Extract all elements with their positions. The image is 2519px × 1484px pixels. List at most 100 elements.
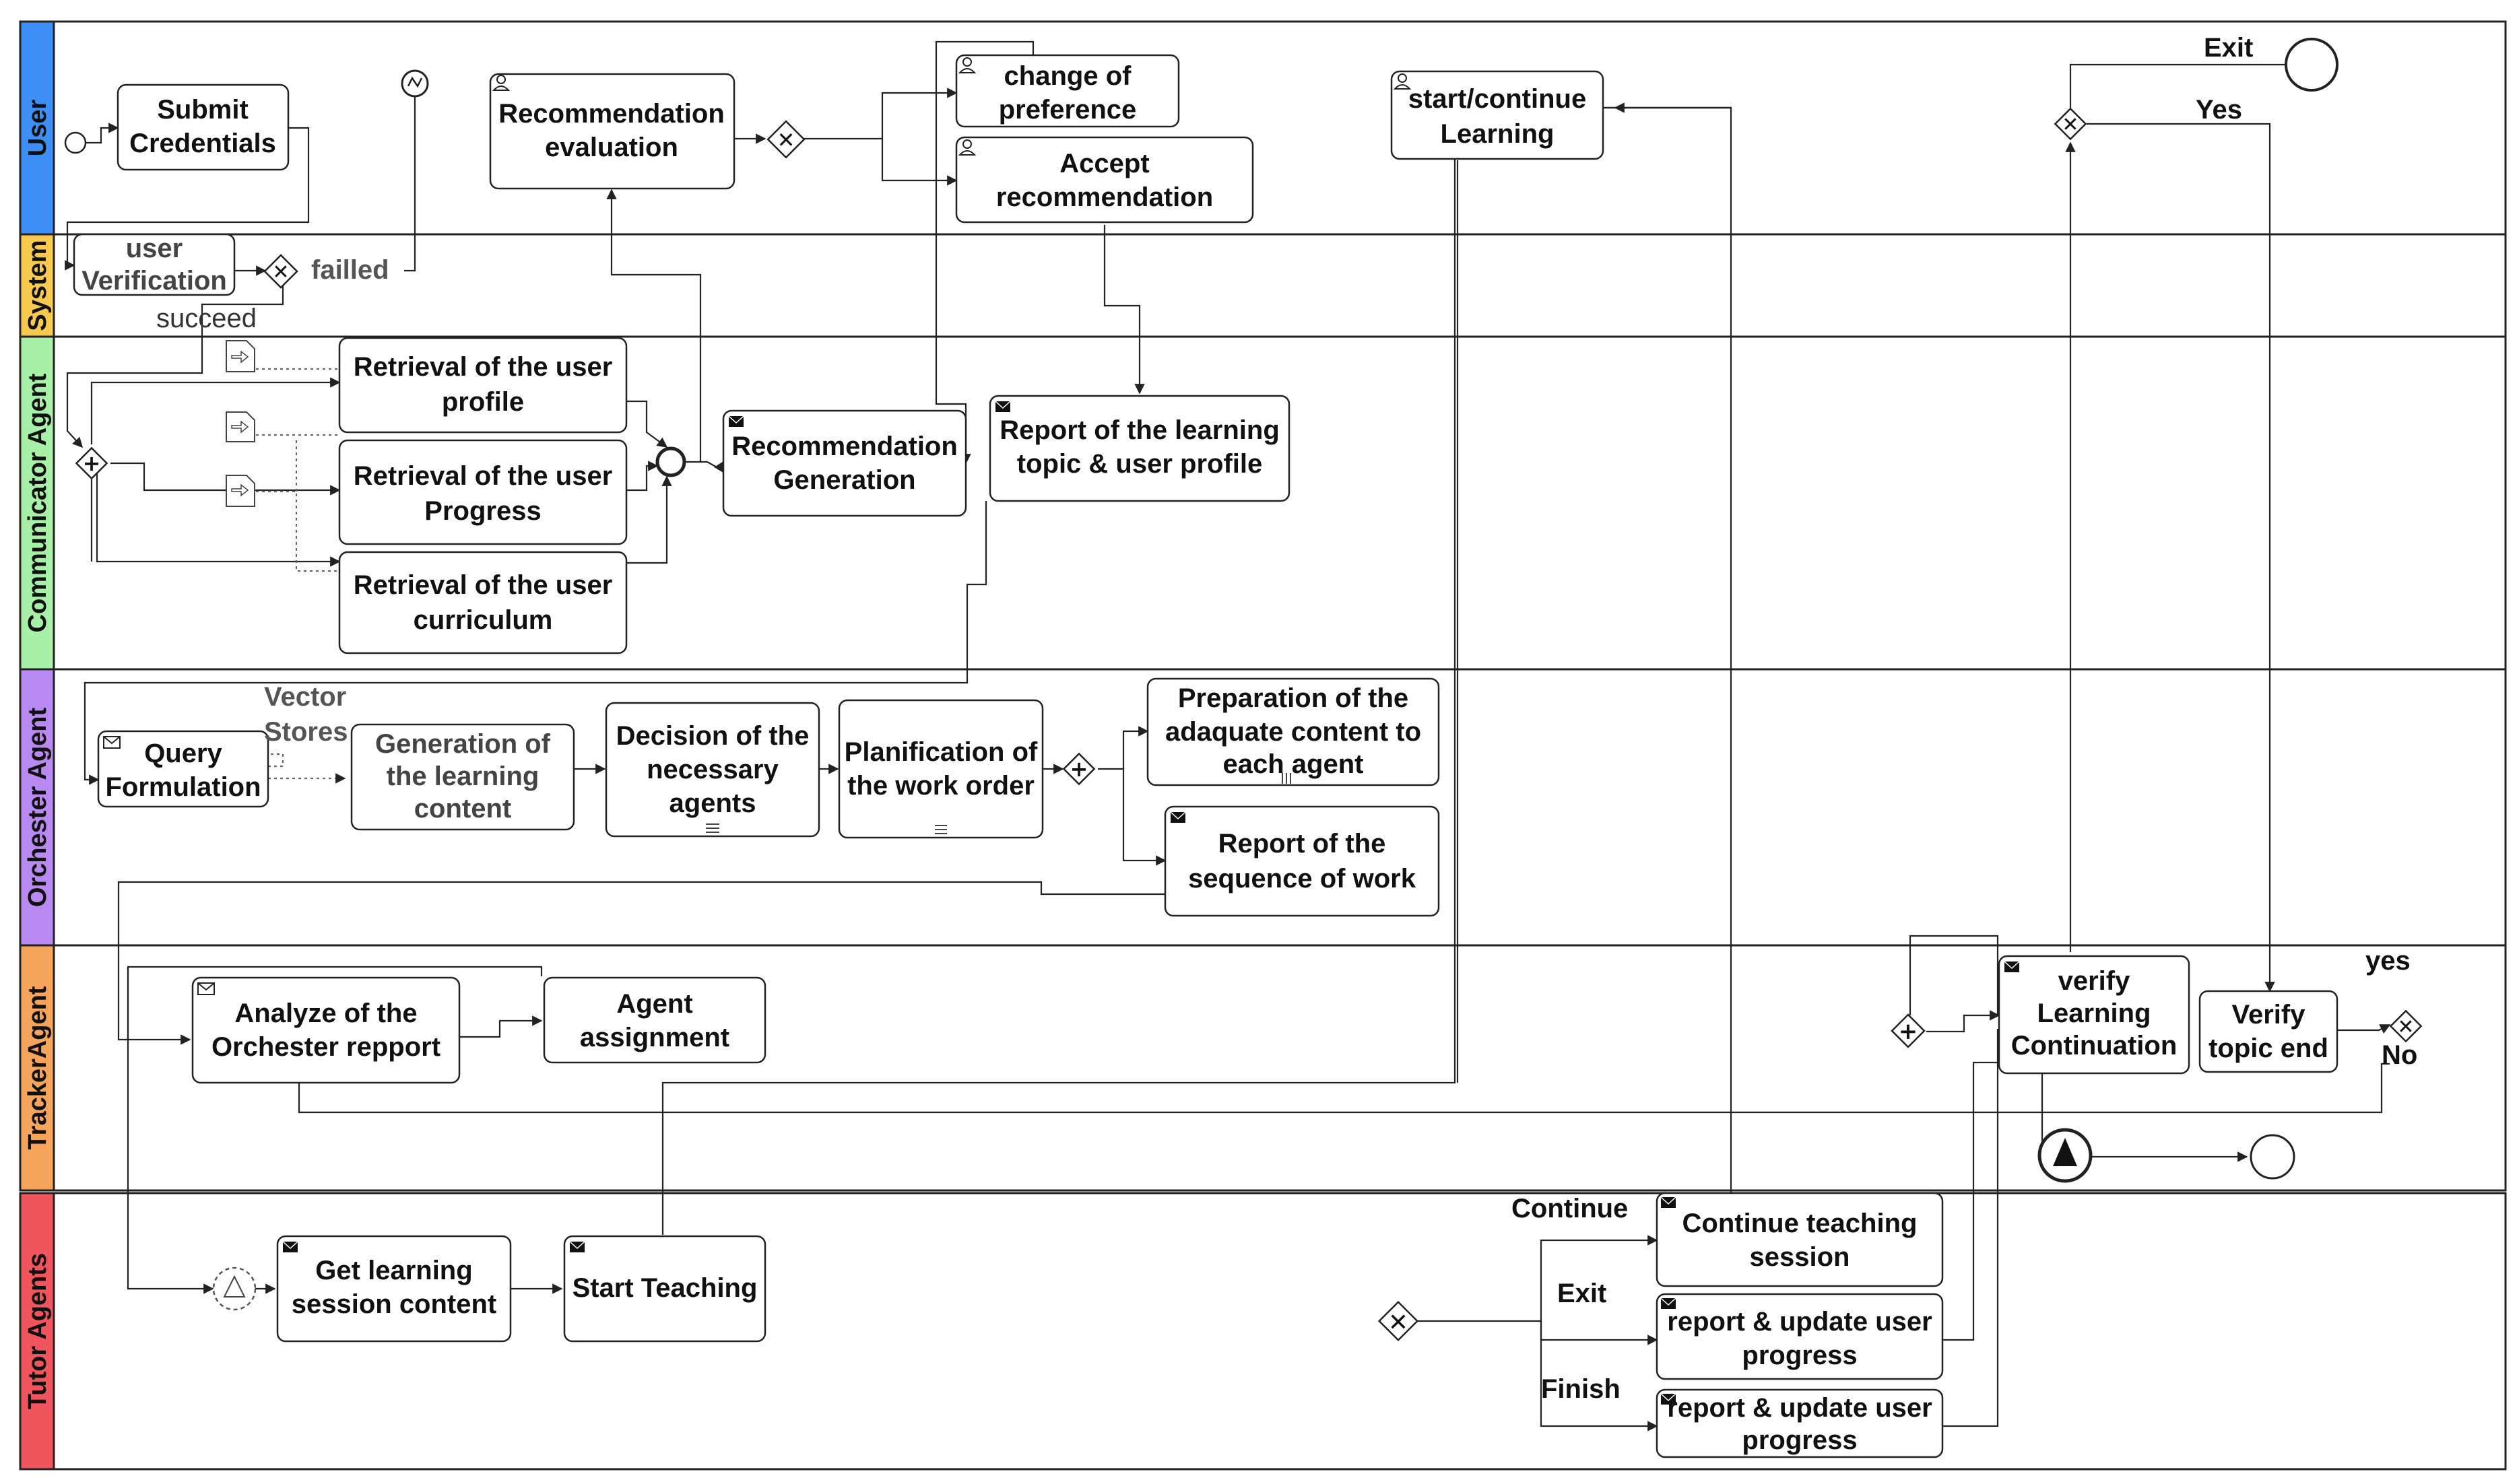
task-report-update-progress-exit[interactable]: report & update user progress: [1656, 1293, 1944, 1380]
task-label: content: [414, 794, 511, 823]
user-task-icon: [958, 57, 977, 73]
task-retrieval-curriculum[interactable]: Retrieval of the user curriculum: [338, 551, 628, 654]
task-retrieval-progress[interactable]: Retrieval of the user Progress: [338, 439, 628, 545]
lane-label: System: [24, 240, 52, 331]
task-label: Learning: [1441, 119, 1555, 149]
task-label: Continuation: [2011, 1031, 2178, 1060]
task-recommendation-generation[interactable]: Recommendation Generation: [722, 409, 967, 517]
task-label: curriculum: [414, 605, 553, 635]
lane-body: [53, 20, 2507, 236]
continue-label: Continue: [1511, 1194, 1628, 1223]
vector-stores-label: Vector: [264, 682, 346, 712]
data-object-icon: [226, 411, 255, 442]
task-accept-recommendation[interactable]: Accept recommendation: [955, 136, 1254, 224]
lane-body: [53, 944, 2507, 1192]
lane-user: User: [19, 20, 2507, 236]
task-label: report & update user: [1667, 1393, 1932, 1423]
sequence-flows: [65, 40, 2391, 1431]
task-label: session content: [292, 1289, 497, 1319]
parallel-gateway-tracker: +: [1891, 1013, 1926, 1048]
task-label: profile: [442, 387, 524, 417]
task-agent-assignment[interactable]: Agent assignment: [543, 976, 766, 1064]
task-label: Orchester repport: [211, 1032, 440, 1062]
finish-label: Finish: [1541, 1374, 1621, 1404]
task-verify-learning-continuation[interactable]: verify Learning Continuation: [1998, 955, 2190, 1075]
lane-label: User: [24, 100, 52, 157]
task-label: the work order: [847, 771, 1035, 801]
task-report-learning-topic[interactable]: Report of the learning topic & user prof…: [989, 395, 1290, 502]
sequential-marker-icon: [935, 825, 947, 834]
message-task-icon: [995, 401, 1011, 412]
task-label: Verification: [81, 266, 227, 296]
task-start-teaching[interactable]: Start Teaching: [563, 1235, 766, 1343]
task-label: Progress: [424, 496, 541, 526]
task-recommendation-evaluation[interactable]: Recommendation evaluation: [489, 73, 735, 190]
parallel-marker-icon: [1282, 773, 1291, 784]
exclusive-gateway-tutor: ✕: [1377, 1300, 1419, 1342]
lane-body: [53, 233, 2507, 338]
task-continue-teaching-session[interactable]: Continue teaching session: [1656, 1192, 1944, 1287]
lane-body: [53, 1192, 2507, 1471]
task-label: verify: [2058, 966, 2130, 996]
parallel-gateway-orchester: +: [1062, 752, 1096, 786]
task-label: user: [126, 234, 183, 263]
svg-text:+: +: [1899, 1018, 1918, 1045]
user-task-icon: [1393, 73, 1412, 90]
escalation-event: [2037, 1128, 2093, 1183]
end-event-tracker: [2250, 1134, 2295, 1180]
yes-tracker-label: yes: [2365, 946, 2411, 976]
lane-tutor-agents: Tutor Agents: [19, 1192, 2507, 1471]
task-verify-topic-end[interactable]: Verify topic end: [2198, 990, 2338, 1073]
lane-label: TrackerAgent: [24, 986, 52, 1149]
task-preparation-content[interactable]: Preparation of the adaquate content to e…: [1146, 677, 1440, 786]
task-label: start/continue: [1408, 84, 1586, 114]
no-tracker-label: No: [2382, 1040, 2417, 1070]
task-retrieval-profile[interactable]: Retrieval of the user profile: [338, 337, 628, 434]
data-object-icon: [226, 475, 255, 507]
task-label: the learning: [387, 762, 539, 791]
task-submit-credentials[interactable]: Submit Credentials: [117, 83, 290, 171]
task-label: topic & user profile: [1017, 449, 1263, 479]
task-planification-work-order[interactable]: Planification of the work order: [838, 699, 1044, 839]
task-analyze-orchester-report[interactable]: Analyze of the Orchester repport: [191, 976, 461, 1084]
task-label: Recommendation: [498, 99, 725, 129]
task-decision-agents[interactable]: Decision of the necessary agents: [605, 702, 820, 838]
svg-text:+: +: [83, 450, 101, 476]
task-label: Formulation: [105, 772, 261, 802]
task-label: Start Teaching: [572, 1273, 758, 1303]
yes-label: Yes: [2196, 95, 2242, 125]
task-report-update-progress-finish[interactable]: report & update user progress: [1656, 1388, 1944, 1458]
svg-text:✕: ✕: [2397, 1015, 2414, 1039]
task-label: Decision of the: [616, 721, 810, 751]
task-change-of-preference[interactable]: change of preference: [955, 54, 1180, 128]
lane-label: Communicator Agent: [24, 373, 52, 632]
lane-color-bar: [19, 1192, 55, 1471]
receive-task-icon: [197, 982, 215, 995]
message-task-icon: [1660, 1393, 1676, 1405]
task-get-learning-session-content[interactable]: Get learning session content: [276, 1235, 512, 1343]
task-label: Query: [144, 739, 222, 768]
task-label: Learning: [2037, 999, 2151, 1028]
svg-text:✕: ✕: [272, 261, 289, 284]
task-label: report & update user: [1667, 1307, 1932, 1337]
task-label: progress: [1742, 1425, 1857, 1455]
task-start-continue-learning[interactable]: start/continue Learning: [1390, 70, 1604, 160]
vector-stores-label: Stores: [264, 717, 348, 747]
task-query-formulation[interactable]: Query Formulation: [97, 730, 269, 808]
task-label: Preparation of the: [1178, 683, 1408, 713]
lane-communicator-agent: Communicator Agent: [19, 335, 2507, 671]
task-label: Retrieval of the user: [354, 352, 613, 382]
task-label: adaquate content to: [1165, 717, 1421, 747]
exclusive-gateway-topic-end: ✕: [2389, 1009, 2423, 1043]
task-label: Planification of: [845, 737, 1038, 767]
task-label: progress: [1742, 1341, 1857, 1370]
task-user-verification[interactable]: user Verification: [73, 233, 236, 296]
message-task-icon: [1170, 811, 1186, 823]
succeed-label: succeed: [156, 304, 257, 333]
task-generation-learning-content[interactable]: Generation of the learning content: [350, 723, 575, 831]
task-report-sequence-work[interactable]: Report of the sequence of work: [1164, 805, 1440, 917]
task-label: Get learning: [315, 1256, 472, 1285]
intermediate-event: [655, 446, 686, 477]
message-task-icon: [1660, 1196, 1676, 1208]
